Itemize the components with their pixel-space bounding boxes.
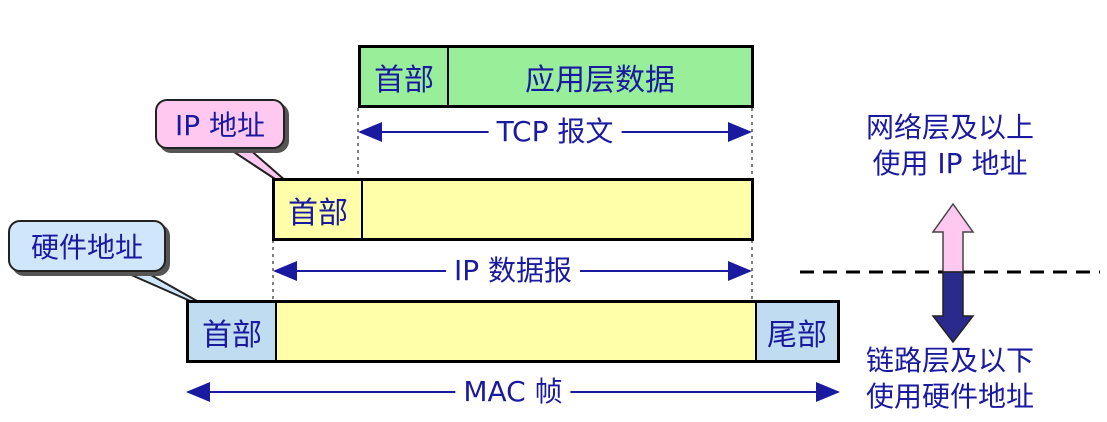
ip-header-cell: 首部: [275, 181, 361, 238]
mac-trailer-label: 尾部: [767, 317, 827, 353]
tcp-segment: 首部 应用层数据: [358, 45, 754, 108]
tcp-data-label: 应用层数据: [525, 62, 675, 98]
mac-header-label: 首部: [202, 317, 262, 353]
mac-header-cell: 首部: [189, 303, 275, 360]
down-arrow-icon: [931, 271, 975, 344]
mac-payload-cell: [275, 303, 755, 360]
tcp-header-label: 首部: [374, 62, 434, 98]
up-arrow-icon: [931, 202, 975, 273]
tcp-data-cell: 应用层数据: [447, 48, 751, 105]
ip-datagram: 首部: [272, 178, 754, 241]
tcp-span-label: TCP 报文: [488, 115, 622, 149]
hardware-address-callout-label: 硬件地址: [30, 231, 143, 264]
network-side-line1: 网络层及以上: [865, 111, 1034, 144]
hardware-address-callout: 硬件地址: [8, 220, 166, 272]
network-side-label: 网络层及以上 使用 IP 地址: [845, 110, 1055, 182]
link-side-line2: 使用硬件地址: [865, 380, 1034, 413]
mac-frame: 首部 尾部: [186, 300, 840, 363]
ip-span-label: IP 数据报: [445, 254, 581, 288]
link-side-line1: 链路层及以下: [865, 344, 1034, 377]
ip-payload-cell: [361, 181, 751, 238]
mac-trailer-cell: 尾部: [755, 303, 837, 360]
ip-address-callout: IP 地址: [155, 99, 285, 149]
tcp-header-cell: 首部: [361, 48, 447, 105]
ip-header-label: 首部: [288, 195, 348, 231]
network-side-line2: 使用 IP 地址: [872, 147, 1028, 180]
ip-address-callout-label: IP 地址: [174, 109, 266, 142]
link-side-label: 链路层及以下 使用硬件地址: [845, 343, 1055, 415]
mac-span-label: MAC 帧: [455, 375, 571, 409]
